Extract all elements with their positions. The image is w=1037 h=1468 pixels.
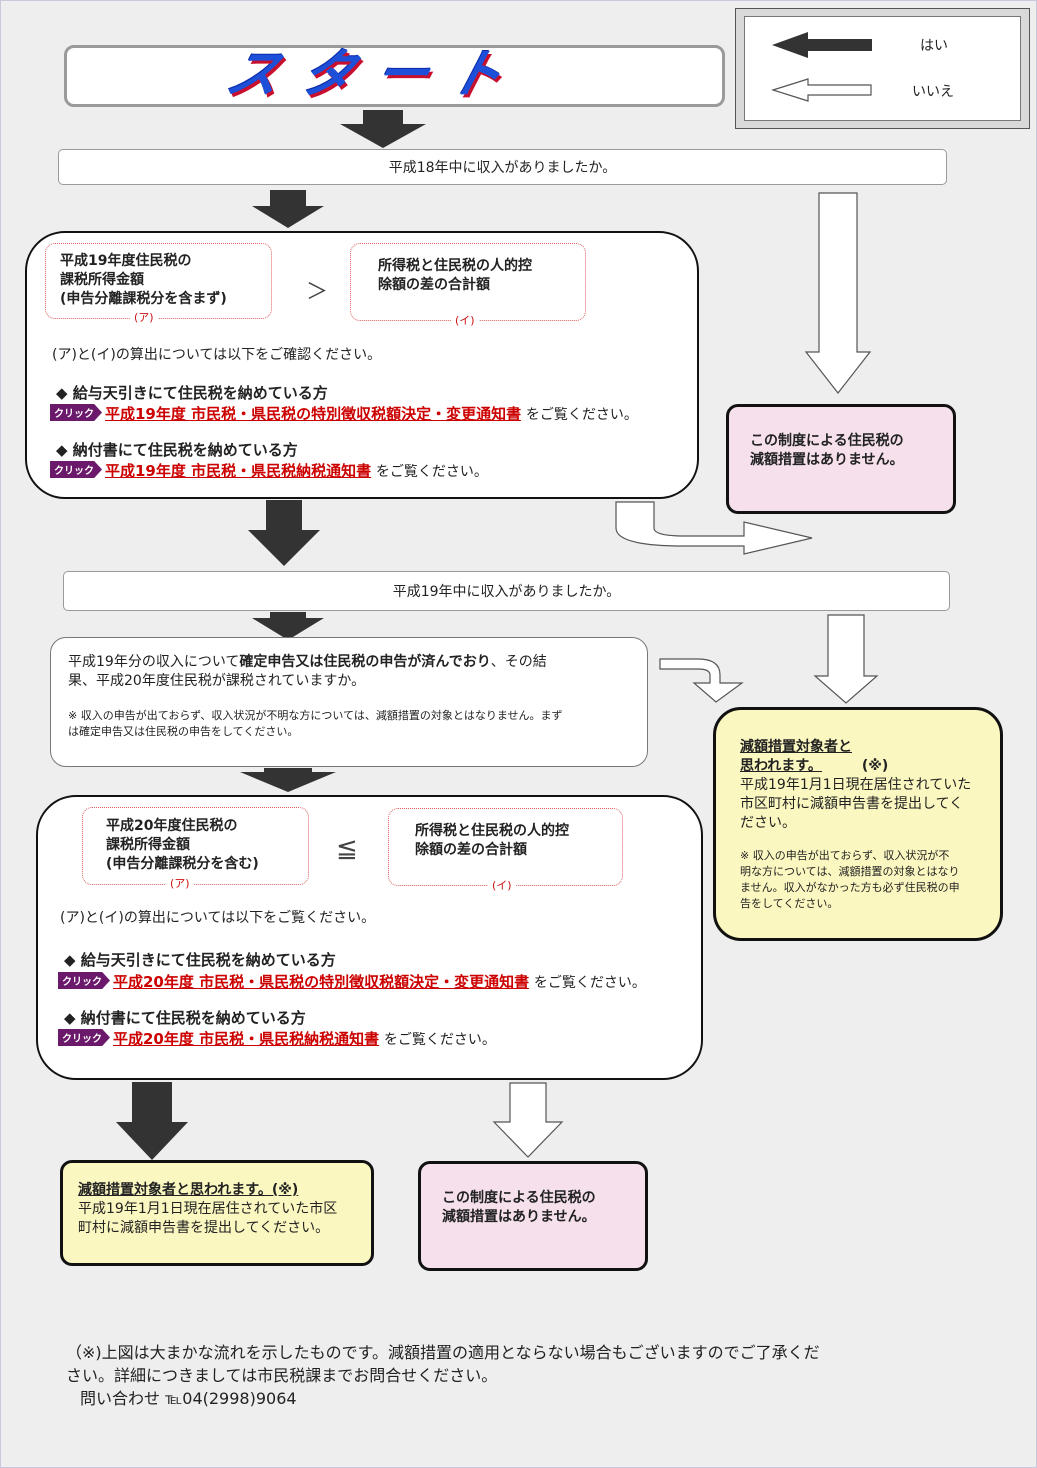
- reduction-target-note-right: ※ 収入の申告が出ておらず、収入状況が不明な方については、減額措置の対象とはなり…: [740, 849, 960, 910]
- tax-notice-row: クリック平成19年度 市民税・県民税納税通知書 をご覧ください。: [50, 460, 488, 482]
- legend-yes-arrow-icon: [772, 32, 872, 58]
- reduction-target-box-right: [713, 707, 1003, 941]
- personal-deduction-label: 所得税と住民税の人的控除額の差の合計額: [378, 258, 532, 293]
- declaration-note: ※ 収入の申告が出ておらず、収入状況が不明な方については、減額措置の対象とはなり…: [68, 709, 563, 738]
- legend-yes-label: はい: [920, 38, 948, 54]
- question-income-h18: 平成18年中に収入がありましたか。: [58, 149, 947, 185]
- link-h19-tax-notice[interactable]: 平成19年度 市民税・県民税納税通知書: [105, 462, 372, 480]
- salary-deduction-heading: ◆ 給与天引きにて住民税を納めている方: [56, 384, 328, 402]
- calc-note: (ア)と(イ)の算出については以下をご確認ください。: [52, 347, 382, 363]
- click-badge[interactable]: クリック: [58, 972, 110, 989]
- personal-deduction-label-h20: 所得税と住民税の人的控除額の差の合計額: [415, 823, 569, 858]
- arrow-down-yes-icon: [248, 500, 320, 566]
- mark-i: (イ): [488, 878, 516, 894]
- click-badge[interactable]: クリック: [50, 461, 102, 478]
- reduction-target-text-right: 減額措置対象者と 思われます。(※) 平成19年1月1日現在居住されていた市区町…: [740, 739, 972, 831]
- arrow-down-no-icon: [492, 1082, 564, 1158]
- link-h20-tax-notice[interactable]: 平成20年度 市民税・県民税納税通知書: [113, 1030, 380, 1048]
- mark-a: (ア): [130, 310, 158, 326]
- link-h20-special-collection-notice[interactable]: 平成20年度 市民税・県民税の特別徴収税額決定・変更通知書: [113, 973, 530, 991]
- arrow-curved-no-icon: [615, 501, 813, 555]
- salary-deduction-heading-h20: ◆ 給与天引きにて住民税を納めている方: [64, 951, 336, 969]
- reduction-target-box-bottom: [60, 1160, 374, 1266]
- payment-slip-heading-h20: ◆ 納付書にて住民税を納めている方: [64, 1009, 306, 1027]
- no-reduction-text-2: この制度による住民税の減額措置はありません。: [442, 1190, 596, 1225]
- h20-taxable-income-label: 平成20年度住民税の課税所得金額(申告分離課税分を含む): [106, 818, 259, 872]
- question-income-h19: 平成19年中に収入がありましたか。: [63, 571, 950, 611]
- h19-taxable-income-box: [45, 243, 272, 319]
- mark-i: (イ): [451, 313, 479, 329]
- compare-greater: ＞: [306, 280, 329, 305]
- legend-no-arrow-icon: [770, 78, 872, 102]
- h19-taxable-income-label: 平成19年度住民税の課税所得金額(申告分離課税分を含まず): [60, 253, 227, 307]
- link-h19-special-collection-notice[interactable]: 平成19年度 市民税・県民税の特別徴収税額決定・変更通知書: [105, 405, 522, 423]
- arrow-down-yes-icon: [252, 190, 324, 228]
- special-collection-notice-row: クリック平成19年度 市民税・県民税の特別徴収税額決定・変更通知書 をご覧くださ…: [50, 403, 638, 425]
- tax-notice-row-h20: クリック平成20年度 市民税・県民税納税通知書 をご覧ください。: [58, 1028, 496, 1050]
- special-collection-notice-row-h20: クリック平成20年度 市民税・県民税の特別徴収税額決定・変更通知書 をご覧くださ…: [58, 971, 646, 993]
- calc-note-h20: (ア)と(イ)の算出については以下をご覧ください。: [60, 910, 376, 926]
- personal-deduction-box-h20: [388, 808, 623, 886]
- no-reduction-box-2: [418, 1161, 648, 1271]
- legend-no-label: いいえ: [912, 84, 954, 100]
- arrow-curved-no-icon: [659, 658, 744, 703]
- payment-slip-heading: ◆ 納付書にて住民税を納めている方: [56, 441, 298, 459]
- arrow-down-yes-icon: [116, 1082, 188, 1160]
- contact-info: 問い合わせ ℡04(2998)9064: [80, 1389, 297, 1408]
- declaration-question-box: [50, 637, 648, 767]
- arrow-down-yes-icon: [340, 110, 426, 148]
- start-banner: [64, 45, 725, 107]
- personal-deduction-box: [350, 243, 586, 321]
- declaration-question: 平成19年分の収入について確定申告又は住民税の申告が済んでおり、その結 果、平成…: [68, 654, 547, 689]
- arrow-down-yes-icon: [252, 612, 324, 640]
- no-reduction-box-1: [726, 404, 956, 514]
- arrow-down-no-icon: [813, 614, 879, 704]
- arrow-down-yes-icon: [240, 768, 336, 792]
- footer-note: （※)上図は大まかな流れを示したものです。減額措置の適用とならない場合もございま…: [66, 1341, 1006, 1410]
- click-badge[interactable]: クリック: [58, 1029, 110, 1046]
- arrow-down-no-icon: [804, 192, 872, 394]
- legend-panel: [744, 16, 1021, 121]
- no-reduction-text-1: この制度による住民税の減額措置はありません。: [750, 433, 904, 468]
- start-title: スタート: [219, 45, 533, 105]
- reduction-target-text-bottom: 減額措置対象者と思われます。(※) 平成19年1月1日現在居住されていた市区町村…: [78, 1182, 338, 1236]
- compare-less-equal: ≦: [336, 834, 358, 864]
- click-badge[interactable]: クリック: [50, 404, 102, 421]
- h20-taxable-income-box: [82, 807, 309, 885]
- mark-a: (ア): [166, 876, 194, 892]
